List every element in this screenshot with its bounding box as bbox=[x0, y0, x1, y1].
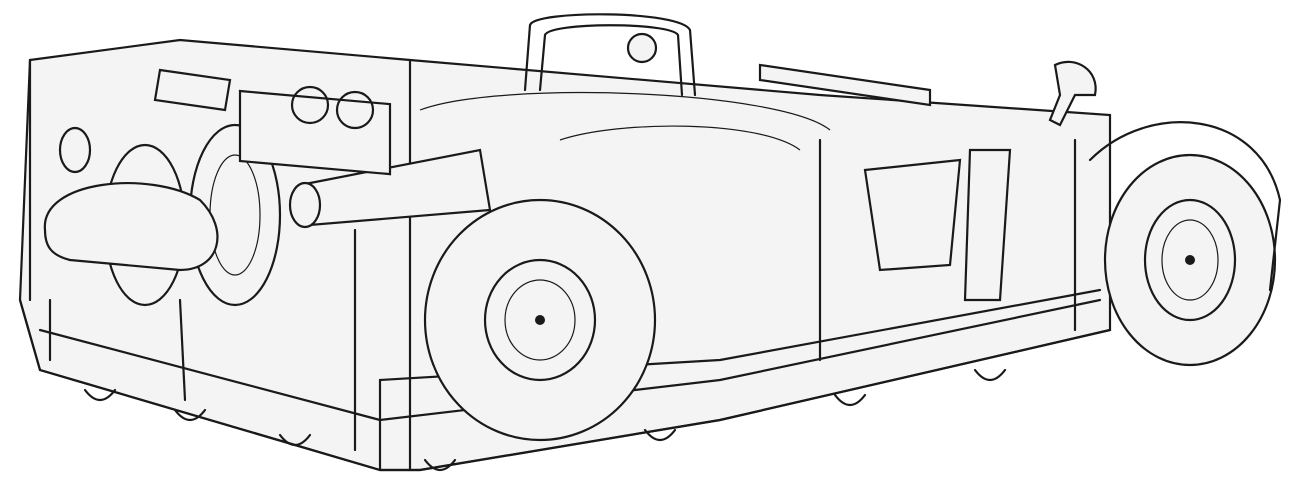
cockpit bbox=[419, 60, 1097, 302]
roll-bar bbox=[523, 13, 697, 97]
front-wheel bbox=[1088, 121, 1282, 367]
jacking-hooks bbox=[83, 368, 1007, 472]
rear-wheel bbox=[423, 198, 657, 442]
engine-intake bbox=[43, 68, 492, 307]
